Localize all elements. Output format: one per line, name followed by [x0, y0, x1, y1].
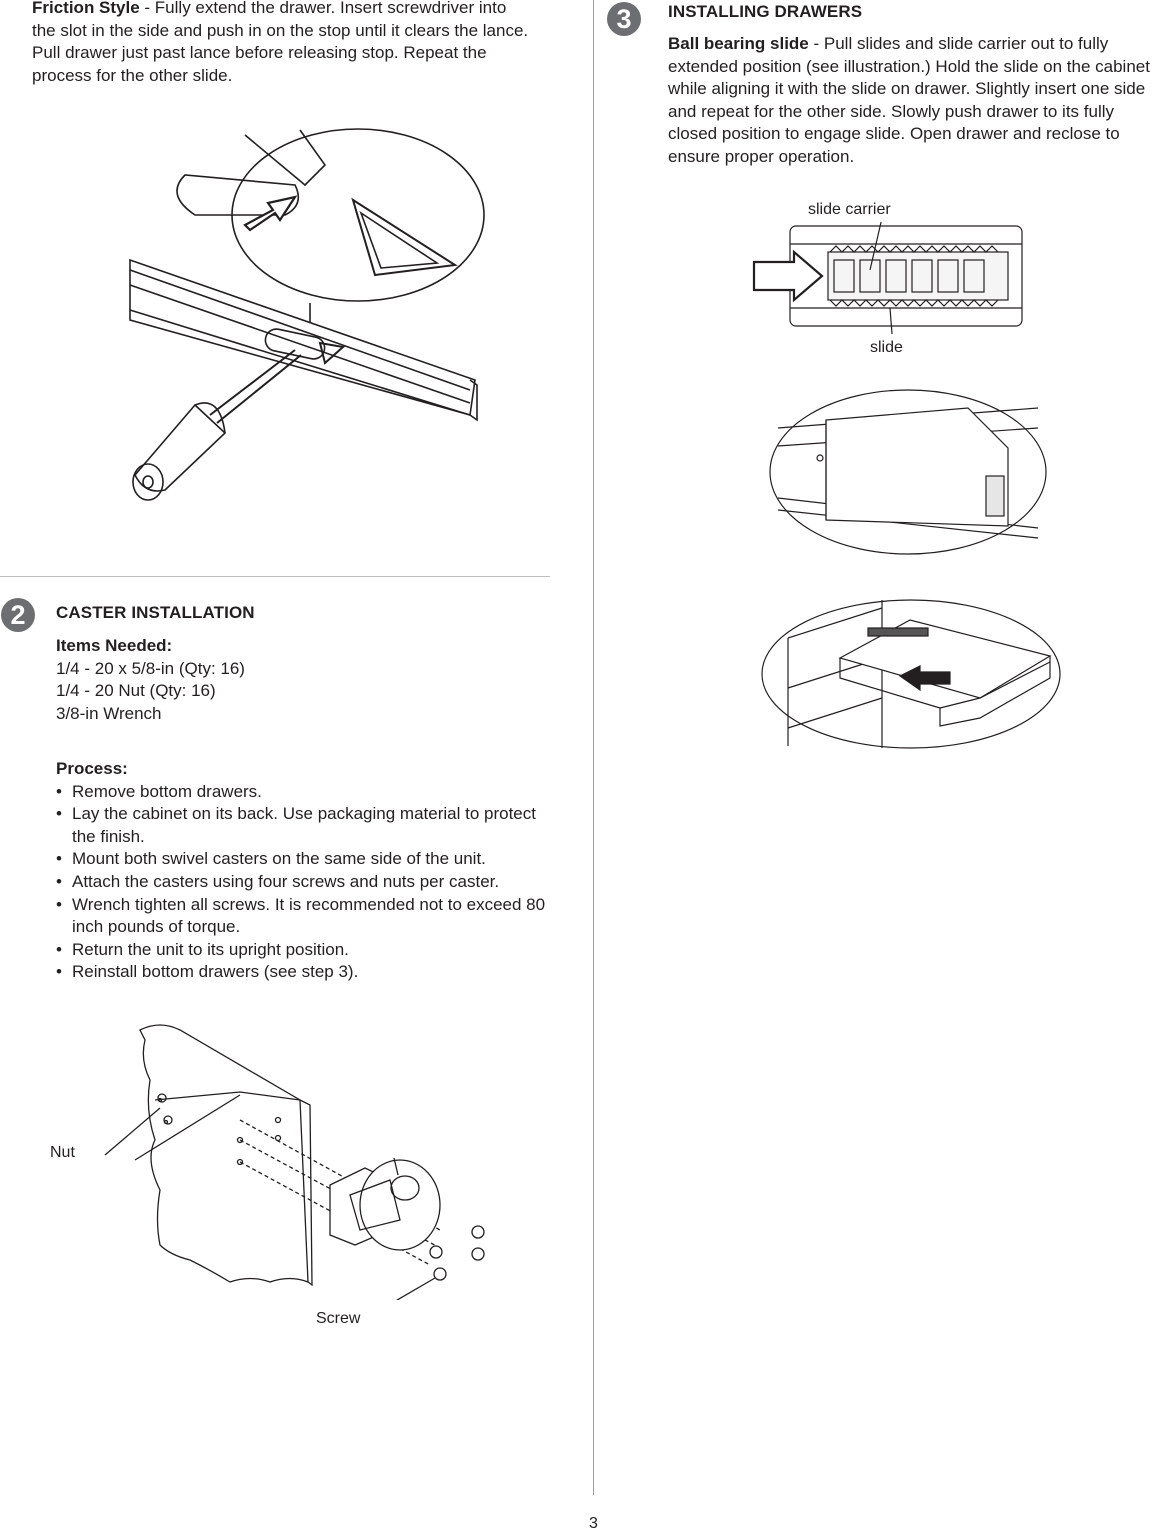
caster-illustration: [100, 1020, 500, 1300]
items-needed-heading: Items Needed:: [56, 636, 173, 655]
ball-bearing-paragraph: Ball bearing slide - Pull slides and sli…: [668, 33, 1154, 169]
ball-bearing-text: - Pull slides and slide carrier out to f…: [668, 34, 1150, 166]
process-step: Lay the cabinet on its back. Use packagi…: [56, 803, 546, 848]
slide-carrier-illustration: [750, 222, 1030, 334]
slide-alignment-illustration: [768, 388, 1048, 556]
page-number: 3: [589, 1515, 598, 1532]
step-2-badge: 2: [1, 598, 35, 632]
friction-style-lead: Friction Style: [32, 0, 140, 17]
drawer-install-illustration: [760, 598, 1062, 750]
installing-drawers-heading: INSTALLING DRAWERS: [668, 2, 863, 21]
process-step: Return the unit to its upright position.: [56, 939, 546, 962]
friction-style-text: - Fully extend the drawer. Insert screwd…: [32, 0, 529, 85]
process-step: Remove bottom drawers.: [56, 781, 546, 804]
screwdriver-slide-illustration: [125, 125, 490, 505]
section-divider: [0, 576, 550, 577]
screw-label: Screw: [316, 1310, 361, 1327]
process-step: Wrench tighten all screws. It is recomme…: [56, 894, 546, 939]
items-needed-block: Items Needed: 1/4 - 20 x 5/8-in (Qty: 16…: [56, 635, 536, 725]
process-step: Mount both swivel casters on the same si…: [56, 848, 546, 871]
column-divider: [593, 0, 594, 1495]
item-screw: 1/4 - 20 x 5/8-in (Qty: 16): [56, 658, 245, 678]
process-step: Reinstall bottom drawers (see step 3).: [56, 961, 546, 984]
slide-label: slide: [870, 339, 903, 356]
process-block: Process: Remove bottom drawers. Lay the …: [56, 758, 546, 984]
item-nut: 1/4 - 20 Nut (Qty: 16): [56, 681, 216, 701]
process-heading: Process:: [56, 759, 128, 778]
nut-label: Nut: [50, 1144, 75, 1161]
process-list: Remove bottom drawers. Lay the cabinet o…: [56, 781, 546, 984]
friction-style-paragraph: Friction Style - Fully extend the drawer…: [32, 0, 532, 87]
item-wrench: 3/8-in Wrench: [56, 703, 162, 723]
process-step: Attach the casters using four screws and…: [56, 871, 546, 894]
slide-carrier-label: slide carrier: [808, 201, 891, 218]
step-3-badge: 3: [607, 2, 641, 36]
caster-installation-heading: CASTER INSTALLATION: [56, 603, 255, 622]
ball-bearing-lead: Ball bearing slide: [668, 34, 809, 53]
